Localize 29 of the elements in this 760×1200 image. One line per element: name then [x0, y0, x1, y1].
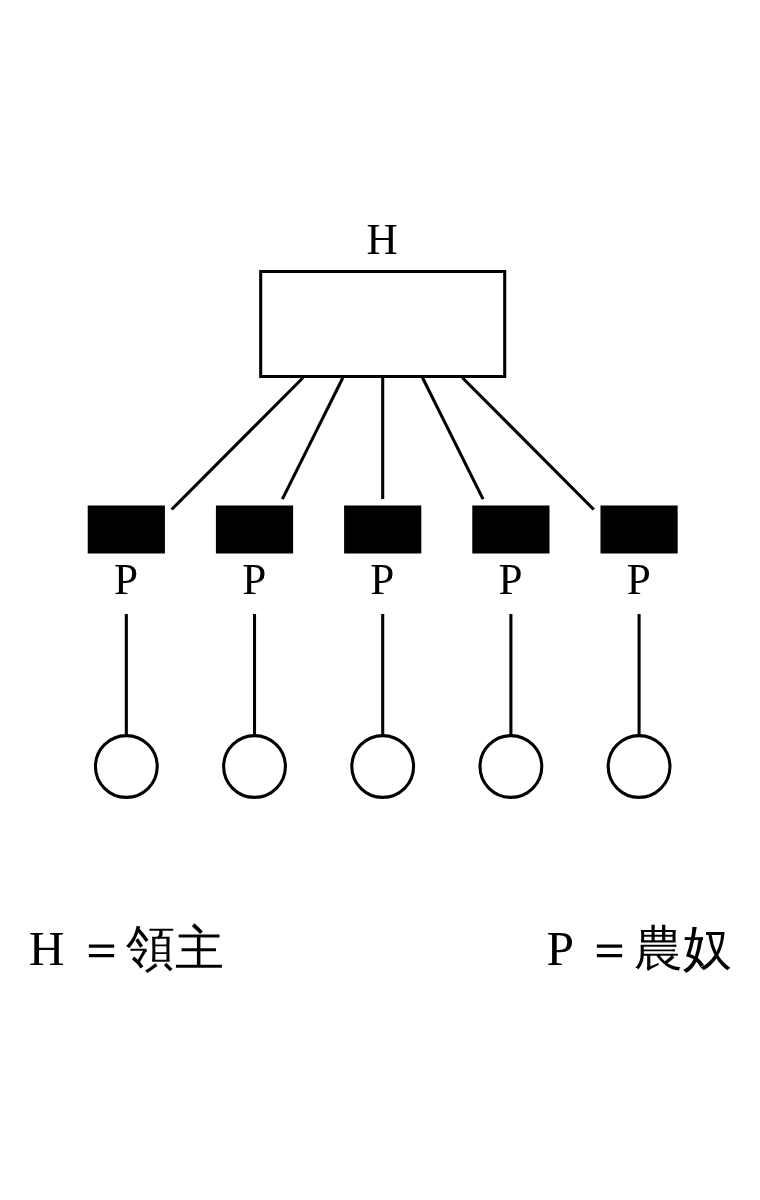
node-box [87, 505, 165, 553]
node-circle [222, 733, 287, 799]
connector [421, 376, 485, 500]
node-label: P [113, 554, 139, 603]
connector [381, 377, 385, 499]
node-circle [606, 733, 672, 799]
node-circle [350, 733, 416, 799]
connector [280, 376, 345, 500]
node-label: P [626, 554, 651, 603]
node-box [344, 505, 422, 553]
connector [509, 613, 513, 735]
connector [170, 376, 305, 511]
node-circle [93, 733, 159, 799]
label: H ＝領主 [28, 920, 224, 976]
node-box [472, 505, 550, 553]
node-label: P [242, 554, 267, 603]
label: P ＝農奴 [546, 920, 732, 976]
connector [461, 376, 595, 511]
node-label: P [498, 554, 523, 603]
node-label: H [366, 214, 398, 263]
connector [637, 613, 641, 735]
node-circle [478, 733, 544, 799]
node-box [259, 269, 507, 378]
connector [252, 613, 257, 735]
node-box [215, 505, 294, 553]
connector [381, 613, 385, 735]
node-box [600, 505, 678, 553]
node-label: P [370, 554, 395, 603]
connector [124, 613, 128, 735]
